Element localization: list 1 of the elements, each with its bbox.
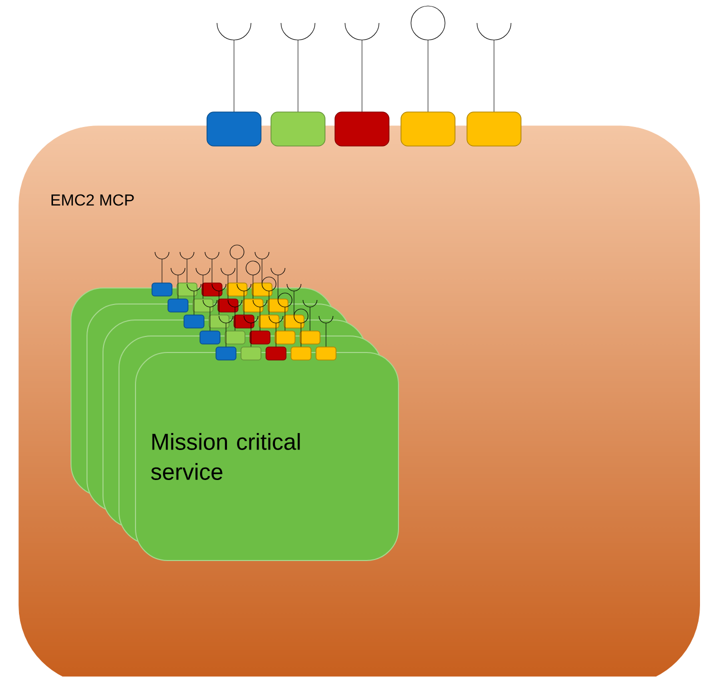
service-card: Mission critical service: [135, 352, 399, 561]
